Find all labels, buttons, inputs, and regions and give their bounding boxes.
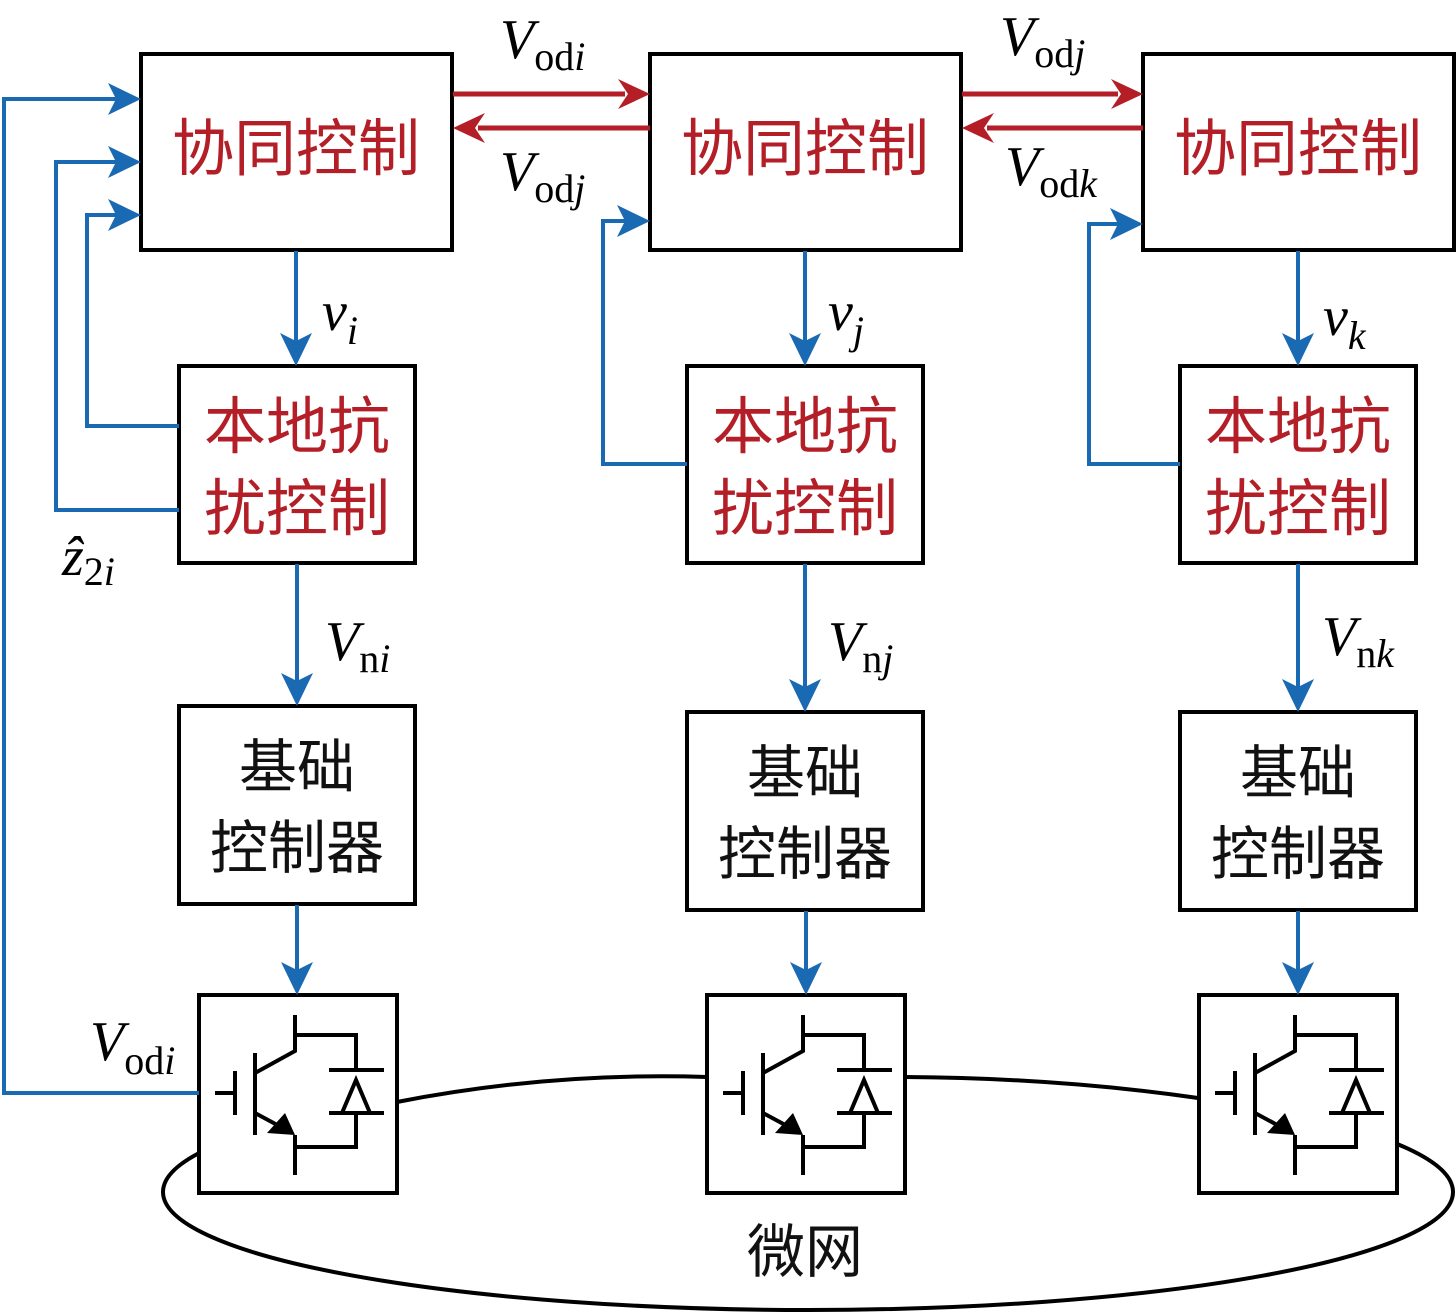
base-controller-line1-j: 基础 [747, 739, 863, 807]
comm-arrows [453, 79, 1143, 143]
adrc-label-line2-i: 扰控制 [204, 472, 390, 545]
arrowhead-icon [790, 962, 822, 995]
agent-i: 协同控制 本地抗 扰控制 基础 控制器 [139, 52, 454, 1195]
base-controller-box-i[interactable] [177, 704, 417, 906]
igbt-diode-icon [723, 1015, 892, 1175]
microgrid-label: 微网 [747, 1218, 863, 1286]
label-z2i-hat: ẑ2i [61, 526, 115, 594]
bus-link-jk-top [904, 1075, 1199, 1100]
base-controller-line2-i: 控制器 [210, 814, 384, 882]
adrc-label-line2-k: 扰控制 [1205, 472, 1391, 545]
base-controller-line1-k: 基础 [1240, 739, 1356, 807]
arrowhead-icon [1282, 333, 1314, 366]
base-controller-line1-i: 基础 [239, 733, 355, 801]
cooperative-control-label-i: 协同控制 [172, 112, 420, 185]
arrowhead-icon [618, 79, 650, 109]
label-v-i: vi [322, 281, 358, 353]
adrc-box-k[interactable] [1178, 364, 1418, 565]
label-vn-k: Vnk [1322, 606, 1395, 676]
arrowhead-icon [789, 333, 821, 366]
cooperative-control-box-j[interactable] [648, 52, 963, 252]
agent-j: 协同控制 本地抗 扰控制 基础 控制器 [648, 52, 963, 1195]
arrowhead-icon [789, 679, 821, 712]
adrc-box-j[interactable] [685, 364, 925, 565]
cooperative-control-label-k: 协同控制 [1174, 112, 1422, 185]
adrc-label-line2-j: 扰控制 [712, 472, 898, 545]
feedback-adrc-i [85, 213, 179, 428]
feedback-adrc-k [1087, 222, 1180, 466]
base-controller-box-j[interactable] [685, 710, 925, 912]
label-vod-jk-forward: Vodj [1000, 6, 1085, 76]
label-vn-i: Vni [325, 611, 390, 681]
label-v-k: vk [1323, 286, 1367, 358]
feedback-vodi-i [2, 97, 199, 1095]
cooperative-control-box-k[interactable] [1141, 52, 1456, 252]
base-controller-line2-j: 控制器 [718, 820, 892, 888]
bus-link-ij-top [396, 1074, 708, 1104]
cooperative-control-box-i[interactable] [139, 52, 454, 252]
signal-lines [2, 83, 1314, 1095]
feedback-z2i [54, 160, 179, 512]
label-vod-ij-backward: Vodj [500, 141, 585, 211]
arrowhead-icon [617, 205, 650, 237]
igbt-diode-icon [215, 1015, 384, 1175]
label-vod-ij-forward: Vodi [500, 9, 585, 79]
label-vodi-feedback: Vodi [90, 1011, 175, 1083]
adrc-box-i[interactable] [177, 364, 417, 565]
adrc-label-line1-j: 本地抗 [712, 390, 898, 463]
label-v-j: vj [828, 281, 864, 353]
arrowhead-icon [281, 962, 313, 995]
arrowhead-icon [108, 146, 141, 178]
arrowhead-icon [280, 333, 312, 366]
label-vod-jk-backward: Vodk [1005, 136, 1098, 206]
label-vn-j: Vnj [828, 611, 893, 681]
base-controller-line2-k: 控制器 [1211, 820, 1385, 888]
feedback-adrc-j [601, 219, 687, 466]
arrowhead-icon [108, 199, 141, 231]
adrc-label-line1-i: 本地抗 [204, 390, 390, 463]
arrowhead-icon [453, 113, 485, 143]
arrowhead-icon [1282, 679, 1314, 712]
arrowhead-icon [1110, 208, 1143, 240]
arrowhead-icon [281, 673, 313, 706]
arrowhead-icon [962, 113, 994, 143]
arrowhead-icon [108, 83, 141, 115]
igbt-diode-icon [1215, 1015, 1384, 1175]
arrowhead-icon [1282, 962, 1314, 995]
cooperative-control-label-j: 协同控制 [681, 112, 929, 185]
arrowhead-icon [1111, 79, 1143, 109]
adrc-label-line1-k: 本地抗 [1205, 390, 1391, 463]
